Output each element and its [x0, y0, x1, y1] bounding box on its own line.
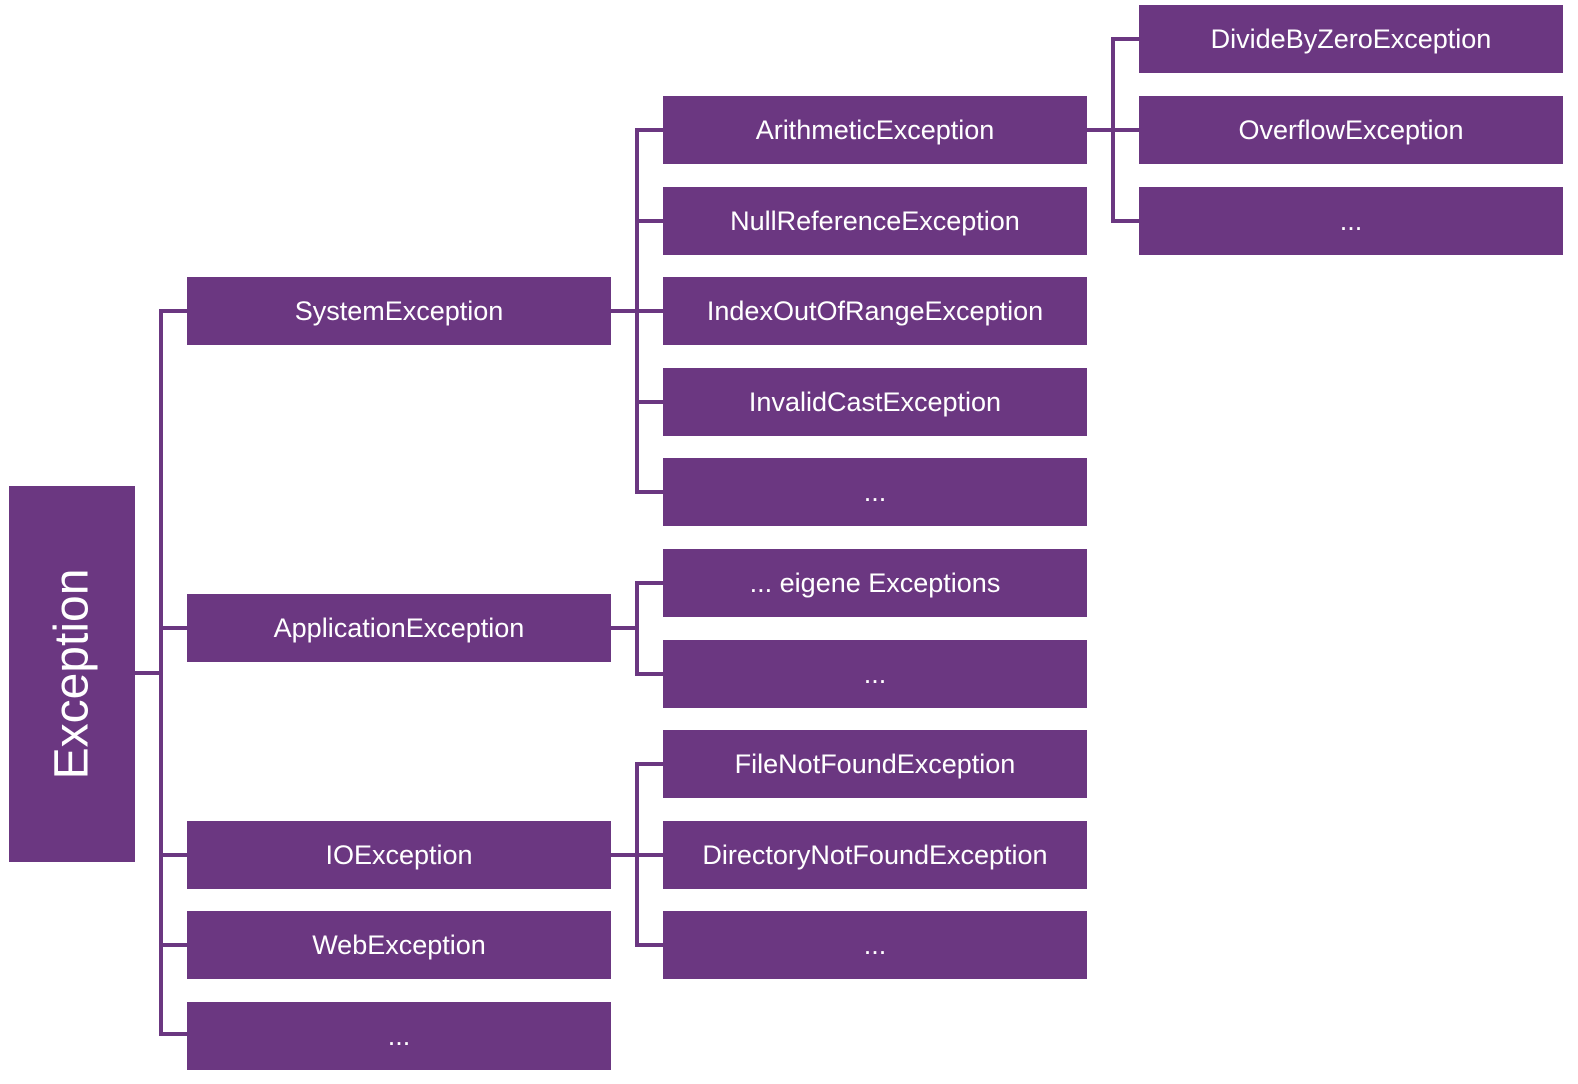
root-node-exception: Exception	[9, 486, 135, 862]
node-label: ...	[387, 1020, 411, 1051]
node-label: ...	[863, 658, 887, 689]
node-overflow-exception: OverflowException	[1139, 96, 1563, 164]
node-label: ArithmeticException	[755, 114, 995, 145]
node-invalid-cast-exception: InvalidCastException	[663, 368, 1087, 436]
node-label: ApplicationException	[273, 612, 525, 643]
node-label: WebException	[312, 929, 486, 960]
node-directory-not-found-exception: DirectoryNotFoundException	[663, 821, 1087, 889]
node-divide-by-zero-exception: DivideByZeroException	[1139, 5, 1563, 73]
node-file-not-found-exception: FileNotFoundException	[663, 730, 1087, 798]
node-more-io: ...	[663, 911, 1087, 979]
node-io-exception: IOException	[187, 821, 611, 889]
node-index-out-of-range-exception: IndexOutOfRangeException	[663, 277, 1087, 345]
node-label: NullReferenceException	[730, 205, 1020, 236]
node-label: DirectoryNotFoundException	[702, 839, 1048, 870]
node-label: ...	[1339, 205, 1363, 236]
node-label: SystemException	[294, 295, 504, 326]
node-label: DivideByZeroException	[1210, 23, 1492, 54]
node-label: IndexOutOfRangeException	[706, 295, 1044, 326]
node-more-application: ...	[663, 640, 1087, 708]
node-label: ...	[863, 476, 887, 507]
node-label: InvalidCastException	[748, 386, 1002, 417]
node-null-reference-exception: NullReferenceException	[663, 187, 1087, 255]
root-label: Exception	[45, 568, 99, 780]
node-label: ...	[863, 929, 887, 960]
node-application-exception: ApplicationException	[187, 594, 611, 662]
node-label: OverflowException	[1238, 114, 1464, 145]
node-label: IOException	[325, 839, 473, 870]
node-more-system: ...	[663, 458, 1087, 526]
node-label: FileNotFoundException	[734, 748, 1016, 779]
node-system-exception: SystemException	[187, 277, 611, 345]
node-arithmetic-exception: ArithmeticException	[663, 96, 1087, 164]
node-more-arithmetic: ...	[1139, 187, 1563, 255]
node-more-level1: ...	[187, 1002, 611, 1070]
node-label: ... eigene Exceptions	[749, 567, 1001, 598]
node-own-exceptions: ... eigene Exceptions	[663, 549, 1087, 617]
node-web-exception: WebException	[187, 911, 611, 979]
